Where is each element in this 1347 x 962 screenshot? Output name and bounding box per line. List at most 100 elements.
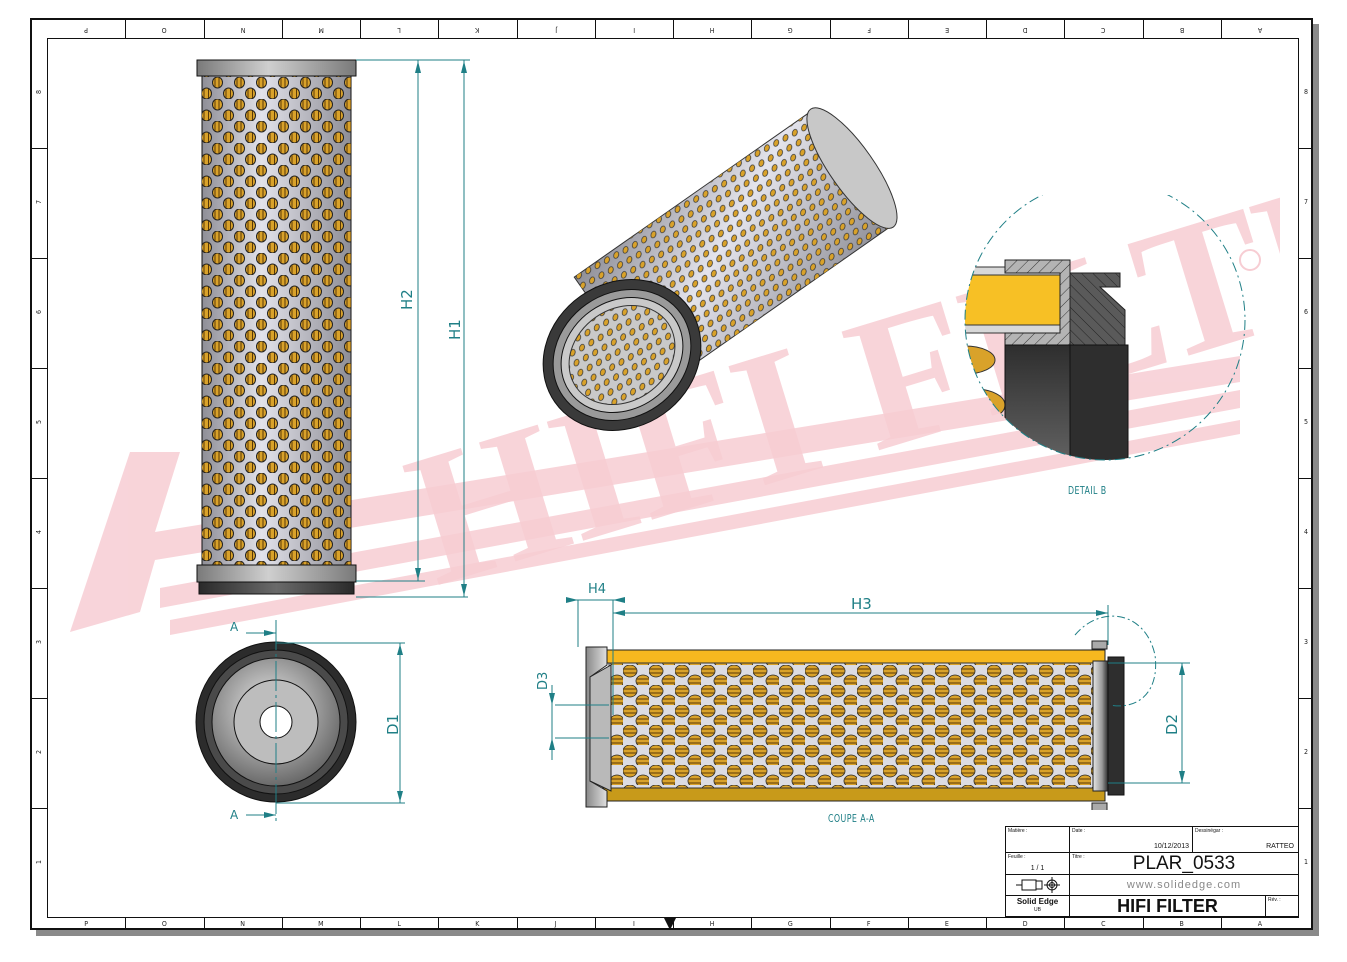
zone-col-top-b: B: [1179, 26, 1184, 34]
zone-col-top-j: J: [554, 26, 557, 34]
zone-tick: [1299, 698, 1312, 699]
zone-col-top-e: E: [944, 26, 949, 34]
dimension-h1: H1: [446, 319, 464, 340]
zone-tick: [203, 918, 205, 929]
zone-tick: [673, 20, 674, 38]
zone-row-left-4: 4: [35, 530, 43, 535]
zone-col-bottom-l: L: [397, 920, 401, 928]
revision-label: Rév. :: [1268, 897, 1281, 903]
zone-tick: [1142, 918, 1144, 929]
feuille-cell: Feuille : 1 / 1: [1006, 853, 1070, 875]
zone-row-left-3: 3: [35, 640, 43, 645]
zone-col-bottom-i: I: [632, 920, 635, 928]
website-cell: www.solidedge.com: [1070, 875, 1298, 896]
dimension-h3: H3: [851, 595, 872, 613]
zone-col-bottom-e: E: [944, 920, 949, 928]
website-text: www.solidedge.com: [1126, 879, 1242, 891]
centering-mark-icon: [664, 918, 676, 930]
zone-tick: [31, 478, 47, 479]
front-view: [196, 59, 470, 598]
zone-tick: [125, 918, 127, 929]
zone-tick: [31, 258, 47, 259]
detail-b-caption: DETAIL B: [1068, 484, 1107, 497]
brand-cell: HIFI FILTER: [1070, 896, 1266, 917]
zone-col-bottom-h: H: [709, 920, 715, 928]
dessinateur-label: Dessinégar :: [1195, 828, 1224, 834]
feuille-value: 1 / 1: [1030, 865, 1045, 872]
matiere-cell: Matière :: [1006, 827, 1070, 853]
zone-row-left-8: 8: [35, 90, 43, 95]
brand-name: HIFI FILTER: [1117, 896, 1218, 916]
dessinateur-cell: Dessinégar : RATTEO: [1193, 827, 1298, 853]
dessinateur-value: RATTEO: [1266, 843, 1294, 850]
zone-row-right-5: 5: [1303, 418, 1308, 426]
zone-tick: [986, 20, 987, 38]
feuille-label: Feuille :: [1008, 854, 1026, 860]
software-cell: Solid Edge UB: [1006, 896, 1070, 917]
date-value: 10/12/2013: [1153, 843, 1189, 850]
zone-tick: [1220, 918, 1222, 929]
zone-row-left-7: 7: [35, 200, 43, 205]
zone-col-bottom-n: N: [240, 920, 245, 928]
drawing-title: PLAR_0533: [1132, 853, 1236, 874]
zone-col-top-k: K: [475, 26, 480, 34]
zone-tick: [907, 918, 909, 929]
section-marker-a-bottom: A: [230, 808, 239, 822]
zone-tick: [594, 918, 596, 929]
zone-col-bottom-a: A: [1257, 920, 1263, 928]
dimension-h2: H2: [398, 289, 416, 310]
drawing-frame: [47, 38, 1299, 918]
revision-cell: Rév. :: [1266, 896, 1298, 917]
zone-tick: [1299, 808, 1312, 809]
zone-col-top-c: C: [1101, 26, 1106, 34]
zone-col-bottom-o: O: [161, 920, 167, 928]
zone-tick: [751, 20, 753, 38]
zone-tick: [360, 20, 361, 38]
zone-col-bottom-f: F: [866, 920, 871, 928]
zone-tick: [516, 20, 518, 38]
zone-tick: [281, 20, 283, 38]
section-a-a-caption: COUPE A-A: [828, 812, 875, 825]
software-edition: UB: [1034, 907, 1041, 913]
zone-tick: [751, 918, 753, 929]
zone-tick: [829, 918, 831, 929]
zone-col-bottom-c: C: [1101, 920, 1106, 928]
zone-row-left-6: 6: [35, 310, 43, 315]
zone-tick: [907, 20, 909, 38]
zone-tick: [1299, 478, 1312, 479]
zone-tick: [31, 808, 47, 809]
section-marker-a-top: A: [230, 620, 239, 634]
zone-col-bottom-d: D: [1022, 920, 1028, 928]
zone-tick: [1299, 148, 1312, 149]
zone-tick: [1064, 918, 1066, 929]
zone-col-bottom-j: J: [554, 920, 557, 928]
zone-col-bottom-p: P: [84, 920, 89, 928]
detail-b-view: [964, 195, 1246, 461]
zone-tick: [203, 20, 205, 38]
end-view: [195, 620, 405, 825]
zone-tick: [438, 918, 440, 929]
date-cell: Date : 10/12/2013: [1070, 827, 1193, 853]
zone-tick: [829, 20, 831, 38]
dimension-d1: D1: [384, 713, 402, 735]
isometric-view: [542, 107, 898, 431]
zone-col-bottom-m: M: [318, 920, 324, 928]
zone-col-bottom-g: G: [787, 920, 793, 928]
projection-cell: [1006, 875, 1070, 896]
zone-col-top-g: G: [787, 26, 793, 34]
zone-col-bottom-k: K: [475, 920, 480, 928]
date-label: Date :: [1072, 828, 1086, 834]
zone-col-top-l: L: [397, 26, 401, 34]
zone-col-top-n: N: [240, 26, 245, 34]
zone-tick: [1142, 20, 1144, 38]
matiere-label: Matière :: [1008, 828, 1028, 834]
zone-tick: [31, 588, 47, 589]
title-block: Matière : Date : 10/12/2013 Dessinégar :…: [1005, 826, 1299, 917]
zone-tick: [1220, 20, 1222, 38]
zone-tick: [594, 20, 596, 38]
zone-tick: [360, 918, 361, 929]
zone-tick: [1299, 368, 1312, 369]
zone-col-top-m: M: [318, 26, 324, 34]
dimension-d3: D3: [536, 671, 551, 690]
zone-row-right-1: 1: [1303, 858, 1308, 866]
